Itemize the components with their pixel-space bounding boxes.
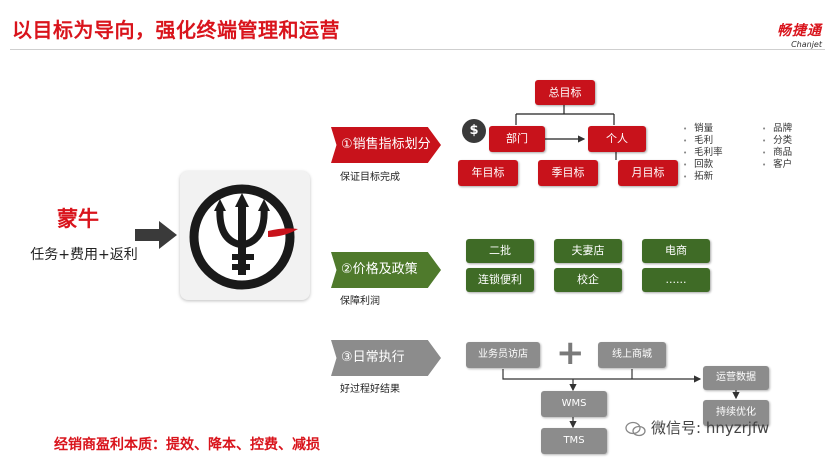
logo-cn: 畅捷通 [777,23,822,39]
metrics-list-b: 品牌 分类 商品 客户 [762,123,792,171]
total-target-box: 总目标 [535,80,595,105]
rep-visit-box: 业务员访店 [466,342,540,368]
ops-data-box: 运营数据 [703,366,769,390]
wechat-icon [625,421,647,437]
dollar-icon: $ [462,119,486,143]
metric-item: 毛利率 [683,147,723,159]
wechat-id: 微信号: hnyzrjfw [651,419,770,437]
plus-icon: + [556,333,585,373]
step-sales-target: ①销售指标划分 [331,127,441,163]
step-daily-note: 好过程好结果 [340,384,400,395]
trident-logo [180,171,310,300]
metric-item: 客户 [762,159,792,171]
metric-item: 回款 [683,159,723,171]
online-mall-box: 线上商城 [598,342,666,368]
metrics-list-a: 销量 毛利 毛利率 回款 拓新 [683,123,723,183]
metric-item: 毛利 [683,135,723,147]
brand-name: 蒙牛 [57,207,99,231]
month-target-box: 月目标 [618,160,678,186]
dept-box: 部门 [489,126,545,152]
step-price-policy: ②价格及政策 [331,252,441,288]
page-title: 以目标为导向，强化终端管理和运营 [12,18,340,42]
channel-box: 校企 [554,268,622,292]
step-sales-note: 保证目标完成 [340,172,400,183]
dealer-profit-essence: 经销商盈利本质：提效、降本、控费、减损 [54,437,320,453]
wechat-watermark: 微信号: hnyzrjfw [625,417,769,438]
right-arrow-icon [135,221,177,249]
tms-box: TMS [541,428,607,454]
channel-box: ...... [642,268,710,292]
year-target-box: 年目标 [458,160,518,186]
metric-item: 分类 [762,135,792,147]
metric-item: 商品 [762,147,792,159]
brand-subtitle: 任务+费用+返利 [30,247,138,263]
step-price-note: 保障利润 [340,296,380,307]
channel-box: 连锁便利 [466,268,534,292]
trident-icon [189,184,298,290]
metric-item: 拓新 [683,171,723,183]
metric-item: 销量 [683,123,723,135]
title-divider [10,49,825,50]
channel-box: 二批 [466,239,534,263]
continuous-optimize-box: 持续优化 [703,400,769,426]
person-box: 个人 [588,126,646,152]
wms-box: WMS [541,391,607,417]
company-logo: 畅捷通 Chanjet [752,20,822,52]
step-daily-execution: ③日常执行 [331,340,441,376]
logo-en: Chanjet [791,40,822,49]
metric-item: 品牌 [762,123,792,135]
channel-box: 电商 [642,239,710,263]
quarter-target-box: 季目标 [538,160,598,186]
channel-box: 夫妻店 [554,239,622,263]
